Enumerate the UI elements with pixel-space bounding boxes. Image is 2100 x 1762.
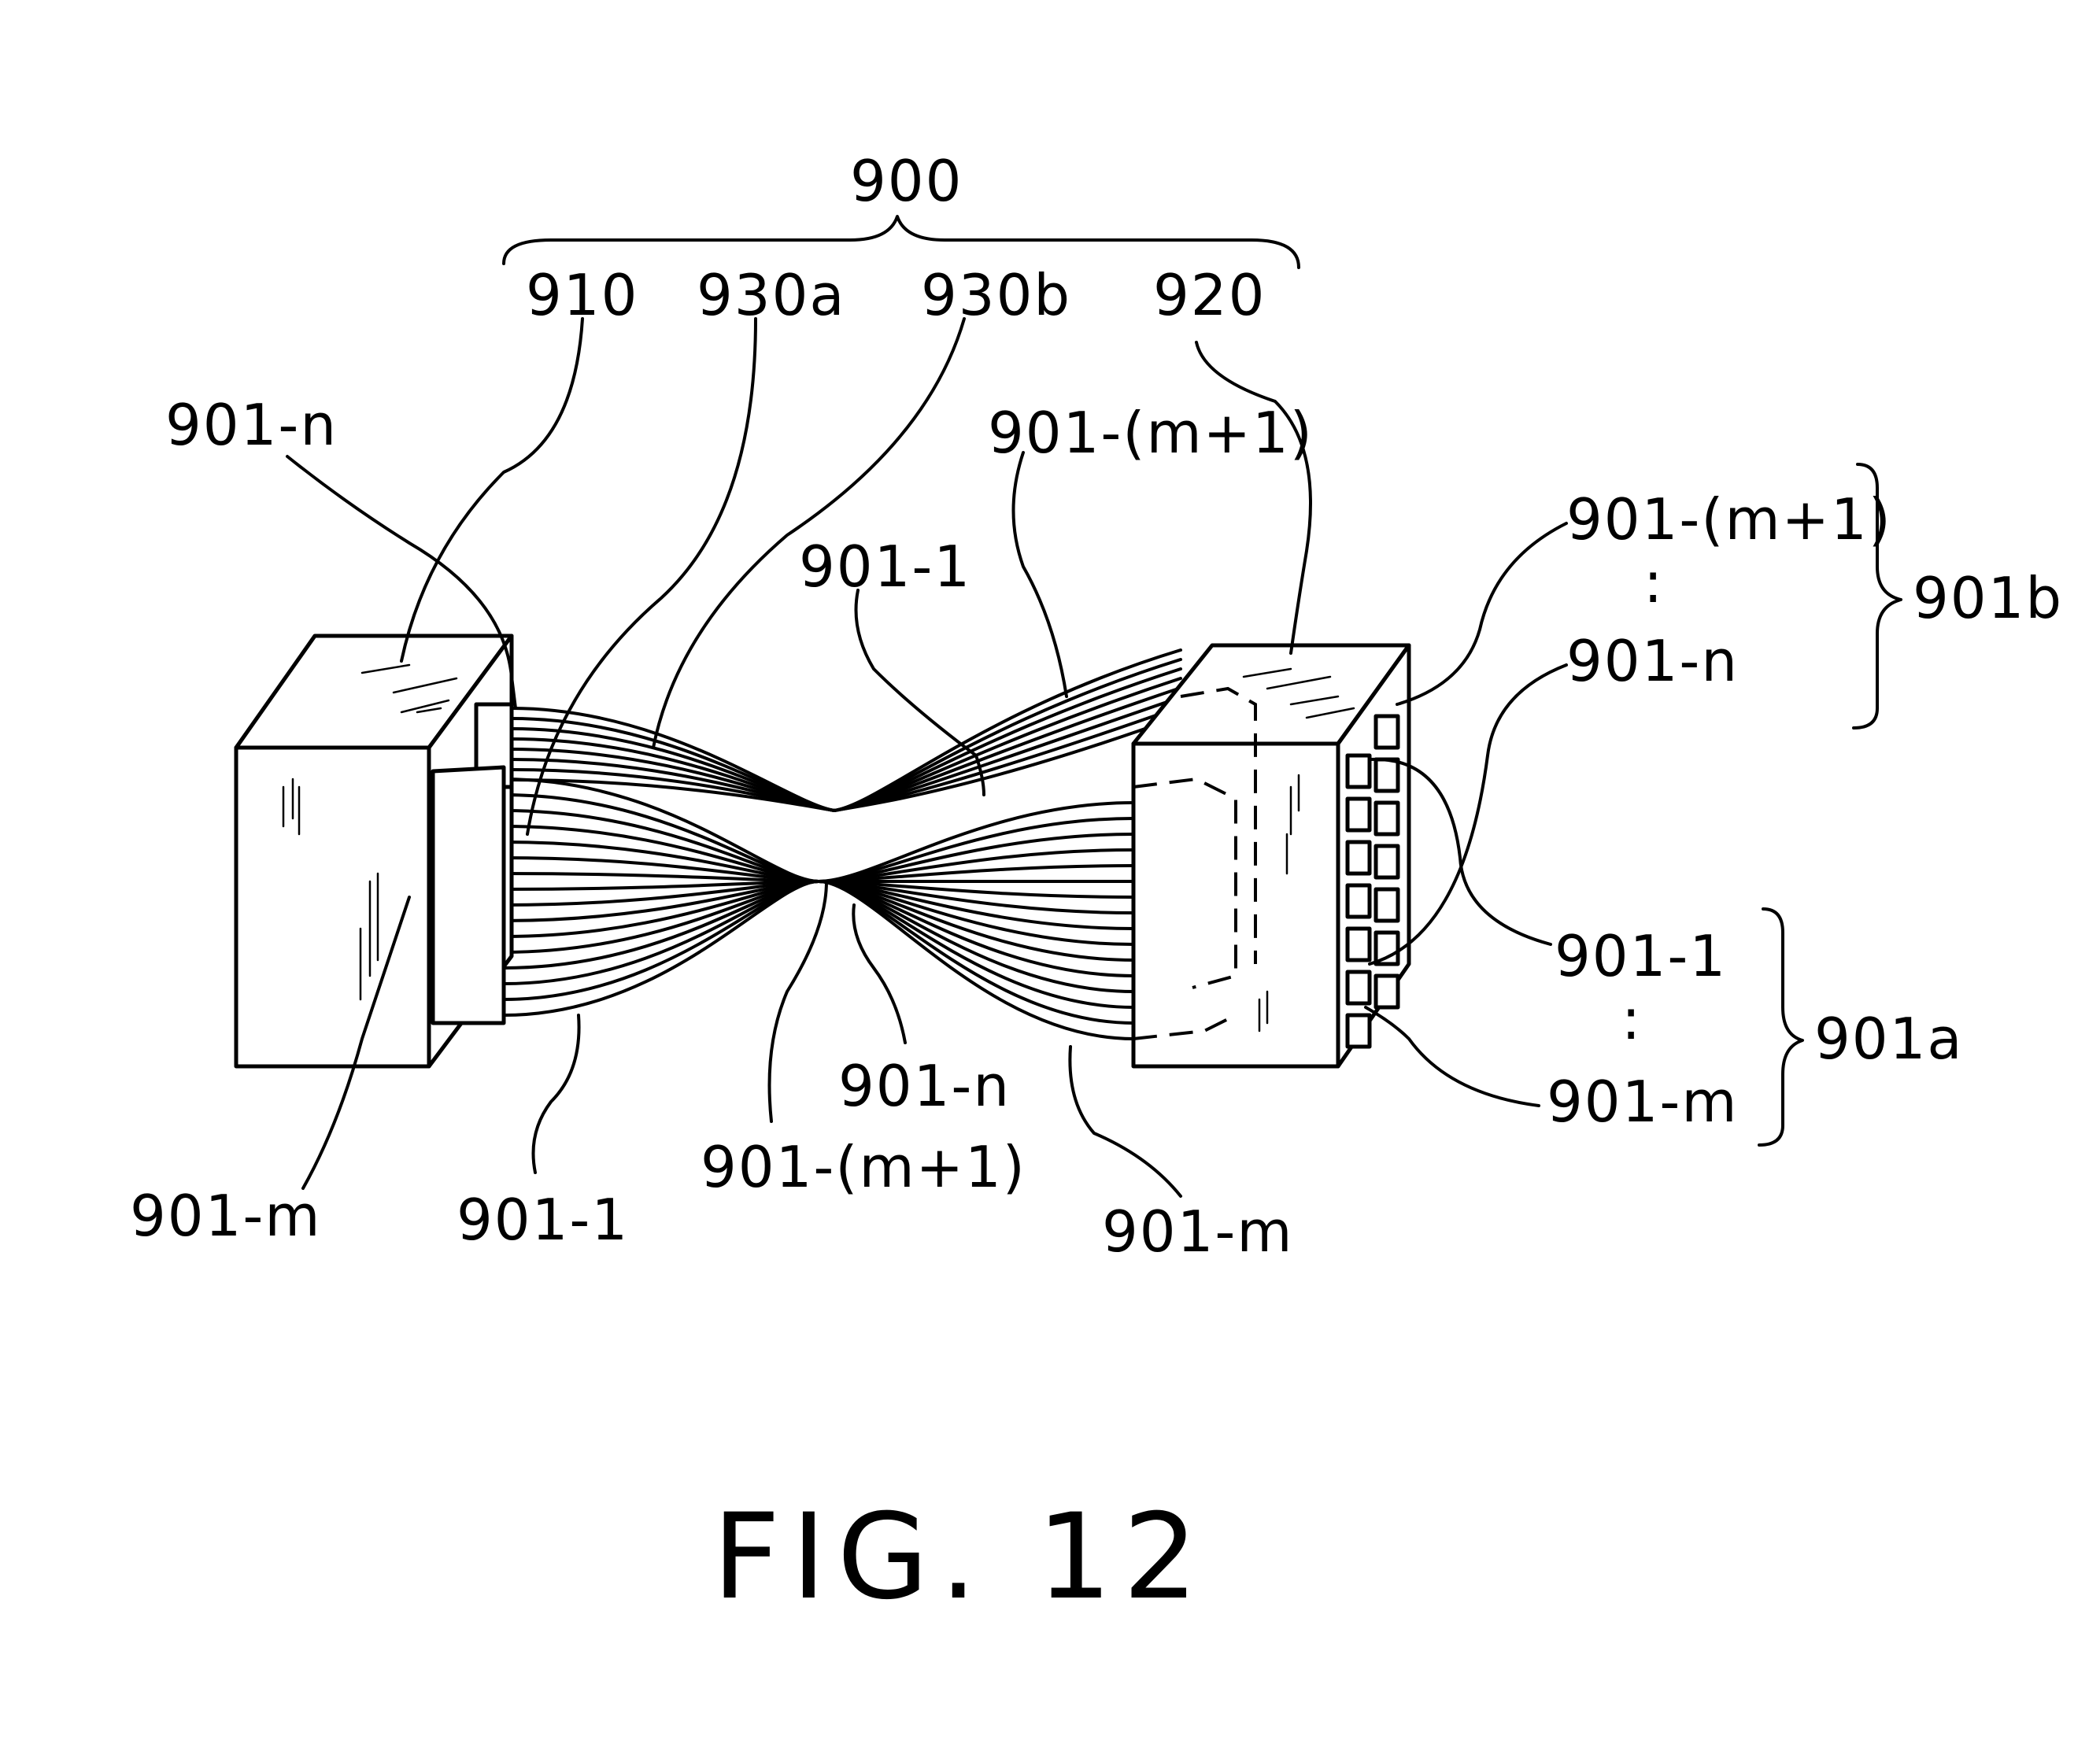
label-901-m1-bottom: 901-(m+1) — [701, 1134, 1026, 1200]
assembly-brace — [502, 215, 1300, 269]
label-901-n-bottom: 901-n — [838, 1053, 1011, 1119]
fiber-line — [510, 658, 1182, 812]
figure-caption: FIG. 12 — [712, 1489, 1209, 1626]
label-901-m1-top: 901-(m+1) — [988, 400, 1314, 466]
fiber-end-slot — [1374, 973, 1400, 1010]
fiber-end-slot — [1345, 970, 1372, 1006]
fiber-end-slot — [1345, 840, 1372, 876]
label-901-1-bottom: 901-1 — [457, 1187, 629, 1253]
fiber-end-slot — [1345, 753, 1372, 789]
label-group-b-dots: : — [1643, 549, 1664, 615]
label-910: 910 — [526, 262, 638, 328]
label-930a: 930a — [697, 262, 846, 328]
labels: 900 910 930a 930b 920 901-n 901-(m+1) 90… — [130, 148, 2063, 1626]
label-900: 900 — [850, 148, 963, 214]
fiber-end-slot — [1345, 926, 1372, 962]
label-901-m1-group-b: 901-(m+1) — [1566, 486, 1892, 552]
label-901-n-group-b: 901-n — [1566, 628, 1739, 694]
fiber-line — [510, 648, 1182, 812]
right-connector — [1131, 643, 1411, 1069]
fiber-end-slot — [1374, 800, 1400, 837]
fiber-end-slot — [1345, 796, 1372, 833]
end-face-grid — [1345, 714, 1400, 1049]
fiber-end-slot — [1374, 887, 1400, 923]
fiber-end-slot — [1374, 714, 1400, 750]
label-901-1-top: 901-1 — [799, 534, 971, 600]
label-901b: 901b — [1913, 565, 2063, 631]
fiber-end-slot — [1345, 883, 1372, 919]
label-901-1-group-a: 901-1 — [1555, 923, 1727, 989]
fiber-bundle — [502, 648, 1182, 1040]
left-connector — [234, 634, 514, 1069]
label-group-a-dots: : — [1621, 986, 1642, 1052]
label-901-m-bottom-left: 901-m — [130, 1183, 322, 1249]
label-930b: 930b — [921, 262, 1071, 328]
fiber-end-slot — [1345, 1013, 1372, 1049]
label-901-m-group-a: 901-m — [1547, 1069, 1739, 1135]
fiber-line — [502, 880, 1135, 914]
label-901-n-top-left: 901-n — [165, 392, 338, 458]
fiber-line — [502, 801, 1135, 1017]
fiber-end-slot — [1374, 757, 1400, 793]
leader-lines — [286, 317, 1902, 1198]
label-920: 920 — [1153, 262, 1266, 328]
fiber-line — [510, 677, 1182, 812]
label-901-m-bottom-right: 901-m — [1102, 1199, 1294, 1265]
fiber-end-slot — [1374, 844, 1400, 880]
label-901a: 901a — [1814, 1006, 1964, 1072]
